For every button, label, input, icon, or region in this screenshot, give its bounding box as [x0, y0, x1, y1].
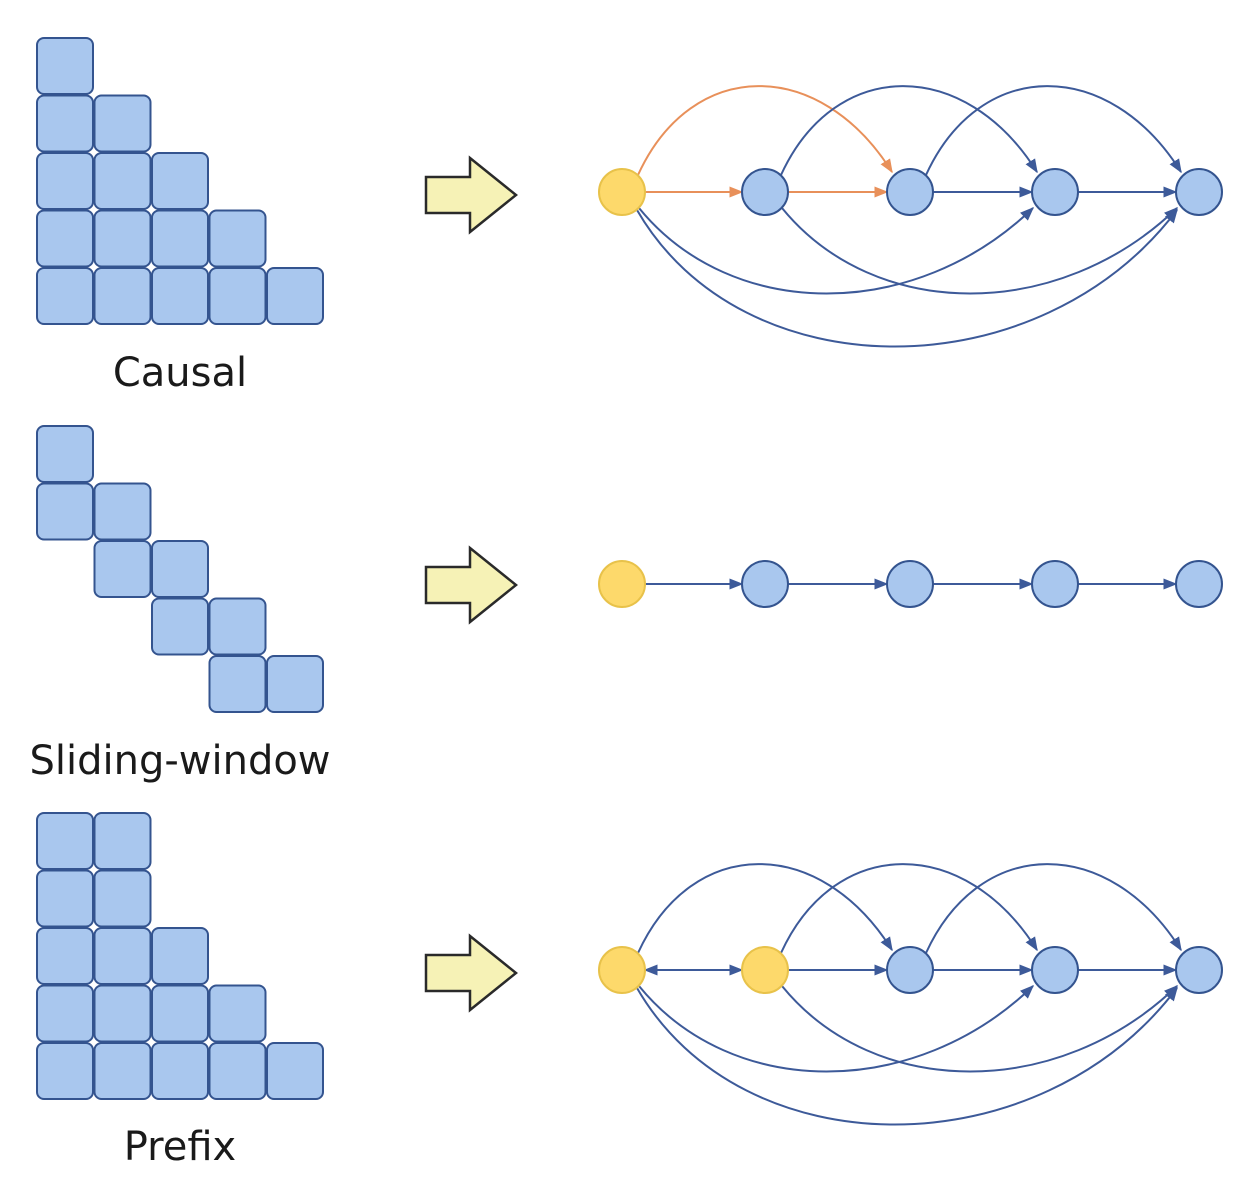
- edge-2-to-4: [925, 863, 1182, 954]
- mask-cell: [93, 869, 152, 928]
- mask-cell: [208, 655, 267, 713]
- token-node-0: [598, 168, 646, 216]
- mask-cell: [36, 482, 94, 541]
- right-arrow-icon: [424, 545, 518, 625]
- mask-cell: [266, 655, 324, 713]
- token-node-2: [886, 168, 934, 216]
- token-node-2: [886, 560, 934, 608]
- mask-cell: [93, 540, 152, 598]
- edge-0-to-4: [636, 986, 1178, 1126]
- mask-cell: [151, 597, 209, 656]
- mask-cell: [93, 152, 152, 210]
- edge-0-to-2: [637, 85, 893, 176]
- mask-cell: [208, 267, 267, 325]
- mask-cell: [36, 927, 94, 985]
- right-arrow-icon: [424, 933, 518, 1013]
- mask-cell: [36, 869, 94, 928]
- mask-cell: [93, 209, 152, 268]
- mask-cell: [93, 1042, 152, 1100]
- nodes-causal: [598, 168, 1223, 216]
- mask-cell: [93, 482, 152, 541]
- edge-1-to-4: [781, 985, 1179, 1073]
- token-node-0: [598, 560, 646, 608]
- token-node-3: [1031, 946, 1079, 994]
- mask-cell: [208, 984, 267, 1043]
- mask-cell: [208, 209, 267, 268]
- attention-mask-sliding-window: [36, 425, 324, 713]
- label-causal: Causal: [112, 350, 248, 396]
- edges-prefix: [636, 863, 1182, 1126]
- token-node-1: [741, 168, 789, 216]
- mask-cell: [36, 209, 94, 268]
- edge-2-to-4: [925, 85, 1182, 176]
- attention-mask-prefix: [36, 812, 324, 1100]
- token-node-4: [1175, 168, 1223, 216]
- token-node-4: [1175, 560, 1223, 608]
- token-node-3: [1031, 168, 1079, 216]
- label-sliding-window: Sliding-window: [29, 738, 331, 784]
- edge-0-to-3: [638, 985, 1035, 1073]
- token-node-0: [598, 946, 646, 994]
- mask-cell: [36, 1042, 94, 1100]
- panel-prefix: [36, 812, 1223, 1126]
- mask-cell: [151, 1042, 209, 1100]
- edge-0-to-2: [637, 863, 893, 954]
- edge-0-to-4: [636, 208, 1178, 348]
- token-node-2: [886, 946, 934, 994]
- token-node-3: [1031, 560, 1079, 608]
- right-arrow-icon: [424, 155, 518, 235]
- token-node-1: [741, 946, 789, 994]
- mask-cell: [151, 927, 209, 985]
- panel-causal: [36, 37, 1223, 348]
- nodes-sliding-window: [598, 560, 1223, 608]
- edge-1-to-3: [780, 863, 1038, 954]
- mask-cell: [151, 267, 209, 325]
- mask-cell: [266, 267, 324, 325]
- token-node-4: [1175, 946, 1223, 994]
- token-node-1: [741, 560, 789, 608]
- nodes-prefix: [598, 946, 1223, 994]
- mask-cell: [36, 152, 94, 210]
- label-prefix: Prefix: [123, 1124, 237, 1170]
- mask-cell: [93, 927, 152, 985]
- edge-1-to-4: [781, 207, 1179, 295]
- mask-cell: [93, 94, 152, 153]
- mask-cell: [36, 984, 94, 1043]
- mask-cell: [36, 37, 94, 95]
- mask-cell: [36, 812, 94, 870]
- mask-cell: [208, 597, 267, 656]
- mask-cell: [36, 425, 94, 483]
- edge-0-to-3: [638, 207, 1035, 295]
- mask-cell: [151, 209, 209, 268]
- attention-mask-causal: [36, 37, 324, 325]
- panel-sliding-window: [36, 425, 1223, 713]
- mask-cell: [36, 267, 94, 325]
- mask-cell: [266, 1042, 324, 1100]
- mask-cell: [93, 267, 152, 325]
- mask-cell: [208, 1042, 267, 1100]
- mask-cell: [151, 152, 209, 210]
- mask-cell: [93, 812, 152, 870]
- mask-cell: [151, 540, 209, 598]
- edge-1-to-3: [780, 85, 1038, 176]
- mask-cell: [36, 94, 94, 153]
- mask-cell: [151, 984, 209, 1043]
- edges-causal: [636, 85, 1182, 348]
- mask-cell: [93, 984, 152, 1043]
